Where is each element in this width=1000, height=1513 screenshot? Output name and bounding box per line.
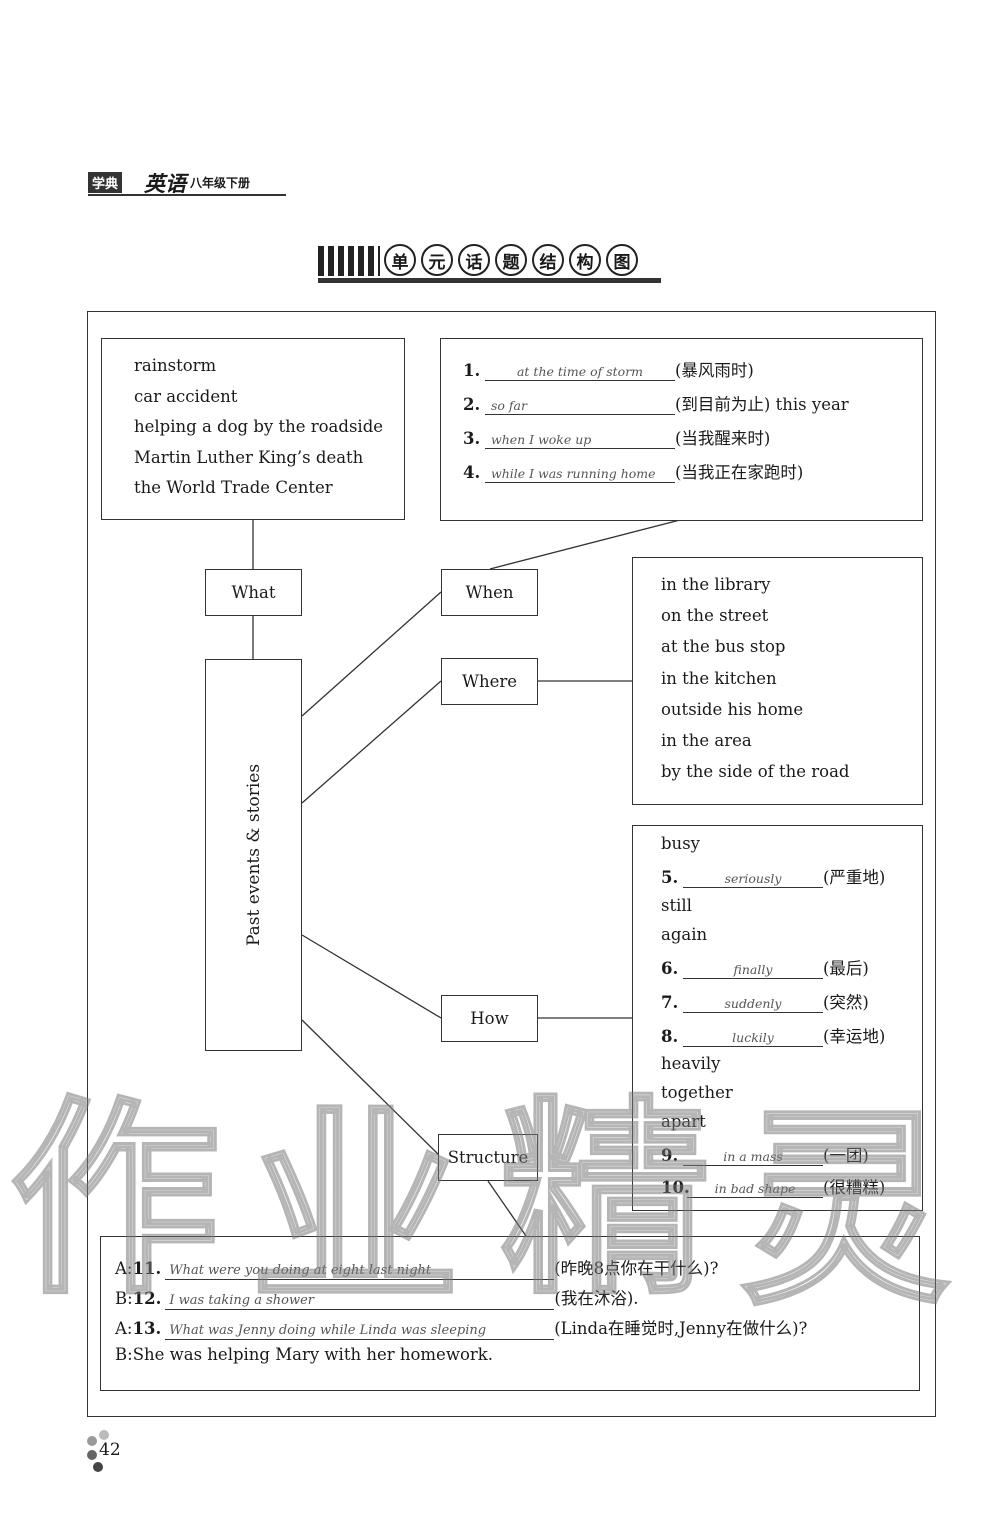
grade-label: 八年级下册 [190, 176, 251, 190]
line-structure-to-dialog [487, 1180, 527, 1237]
answer-blank[interactable]: in a mass [683, 1149, 823, 1166]
line-when-to-box [489, 519, 681, 570]
what-item: helping a dog by the roadside [134, 417, 384, 436]
answer-blank[interactable]: so far [485, 398, 675, 415]
title-underline [318, 278, 661, 283]
how-row: 6. finally (最后) [661, 959, 869, 979]
hexagon-decoration-icon [93, 1462, 103, 1472]
title-char: 单 [384, 244, 416, 276]
title-stripes-decoration [318, 246, 380, 276]
what-label: What [205, 569, 302, 616]
title-char: 构 [569, 244, 601, 276]
how-row: again [661, 925, 708, 944]
center-topic-label: Past events & stories [243, 763, 264, 947]
where-label: Where [441, 658, 538, 705]
what-item: the World Trade Center [134, 478, 333, 497]
when-row: 1. at the time of storm (暴风雨时) [463, 361, 754, 381]
when-row: 4. while I was running home (当我正在家跑时) [463, 463, 804, 483]
dialog-box: A: 11. What were you doing at eight last… [100, 1236, 920, 1391]
line-to-how [301, 934, 442, 1019]
what-item: Martin Luther King’s death [134, 447, 364, 467]
title-char: 话 [458, 244, 490, 276]
how-row: 8. luckily (幸运地) [661, 1027, 886, 1047]
dialog-line: B: She was helping Mary with her homewor… [115, 1345, 494, 1364]
publisher-logo: 学典 [88, 172, 123, 193]
title-char: 结 [532, 244, 564, 276]
structure-label: Structure [438, 1134, 538, 1181]
where-item: in the library [661, 575, 771, 594]
answer-blank[interactable]: suddenly [683, 996, 823, 1013]
how-row: 10. in bad shape (很糟糕) [661, 1178, 886, 1198]
answer-blank[interactable]: when I woke up [485, 432, 675, 449]
dialog-line: A: 11. What were you doing at eight last… [115, 1259, 719, 1280]
what-item: car accident [134, 386, 238, 406]
when-row: 2. so far (到目前为止) this year [463, 395, 849, 415]
answer-blank[interactable]: What were you doing at eight last night [165, 1263, 555, 1280]
answer-blank[interactable]: finally [683, 962, 823, 979]
what-items-box: rainstorm car accident helping a dog by … [101, 338, 405, 520]
how-row: busy [661, 834, 700, 853]
hexagon-decoration-icon [87, 1436, 97, 1446]
answer-blank[interactable]: at the time of storm [485, 364, 675, 381]
hexagon-decoration-icon [87, 1450, 97, 1460]
line-to-structure [301, 1019, 442, 1158]
hexagon-decoration-icon [99, 1430, 109, 1440]
dialog-line: A: 13. What was Jenny doing while Linda … [115, 1319, 808, 1340]
title-char: 题 [495, 244, 527, 276]
answer-blank[interactable]: What was Jenny doing while Linda was sle… [165, 1323, 555, 1340]
where-item: on the street [661, 606, 769, 626]
dialog-line: B: 12. I was taking a shower (我在沐浴). [115, 1289, 639, 1310]
title-char: 图 [606, 244, 638, 276]
when-label: When [441, 569, 538, 616]
answer-blank[interactable]: while I was running home [485, 466, 675, 483]
how-items-box: busy 5. seriously (严重地) still again 6. f… [632, 825, 923, 1211]
where-item: outside his home [661, 699, 804, 719]
answer-blank[interactable]: in bad shape [687, 1181, 823, 1198]
where-items-box: in the library on the street at the bus … [632, 557, 923, 805]
line-to-when [301, 591, 442, 717]
what-item: rainstorm [134, 356, 217, 375]
where-item: at the bus stop [661, 637, 786, 657]
book-header: 学典 英语 八年级下册 [88, 170, 286, 196]
how-row: heavily [661, 1054, 721, 1073]
how-label: How [441, 995, 538, 1042]
diagram-frame [87, 311, 936, 1417]
line-to-where [301, 680, 442, 804]
when-items-box: 1. at the time of storm (暴风雨时) 2. so far… [440, 338, 923, 521]
subject-title: 英语 [144, 172, 186, 196]
answer-blank[interactable]: seriously [683, 871, 823, 888]
center-topic-box [205, 659, 302, 1051]
page-number: 42 [85, 1430, 145, 1475]
how-row: apart [661, 1112, 706, 1131]
how-row: still [661, 896, 692, 915]
how-row: 5. seriously (严重地) [661, 868, 886, 888]
answer-blank[interactable]: I was taking a shower [165, 1293, 555, 1310]
how-row: 9. in a mass (一团) [661, 1146, 869, 1166]
where-item: in the area [661, 731, 752, 751]
title-char: 元 [421, 244, 453, 276]
where-item: in the kitchen [661, 668, 777, 688]
where-item: by the side of the road [661, 762, 850, 782]
how-row: 7. suddenly (突然) [661, 993, 869, 1013]
section-title: 单 元 话 题 结 构 图 [318, 244, 661, 284]
how-row: together [661, 1083, 733, 1102]
answer-blank[interactable]: luckily [683, 1030, 823, 1047]
when-row: 3. when I woke up (当我醒来时) [463, 429, 771, 449]
